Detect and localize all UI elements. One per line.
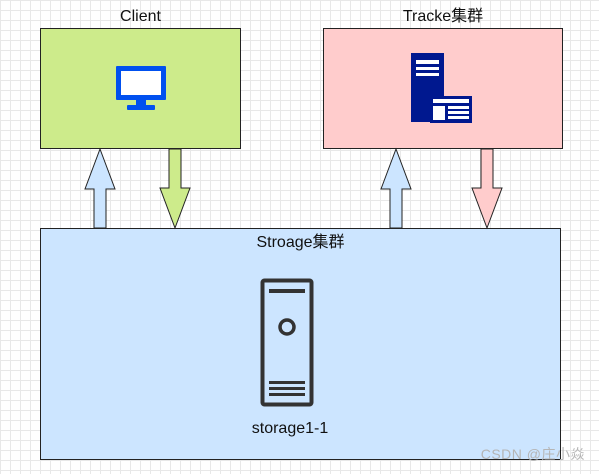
server-tower-icon: [260, 278, 314, 407]
watermark: CSDN @庄小焱: [480, 446, 585, 462]
client-title: Client: [120, 8, 161, 25]
monitor-icon: [116, 66, 166, 110]
arrow-storage-to-client: [84, 147, 116, 229]
storage-box: [40, 228, 561, 460]
storage-title: Stroage集群: [256, 234, 345, 251]
arrow-client-to-storage: [159, 148, 191, 230]
arrow-tracker-to-storage: [471, 148, 503, 230]
server-cluster-icon: [411, 53, 472, 123]
storage-node-label: storage1-1: [251, 420, 329, 437]
arrow-storage-to-tracker: [380, 147, 412, 229]
tracker-title: Tracke集群: [402, 8, 484, 25]
